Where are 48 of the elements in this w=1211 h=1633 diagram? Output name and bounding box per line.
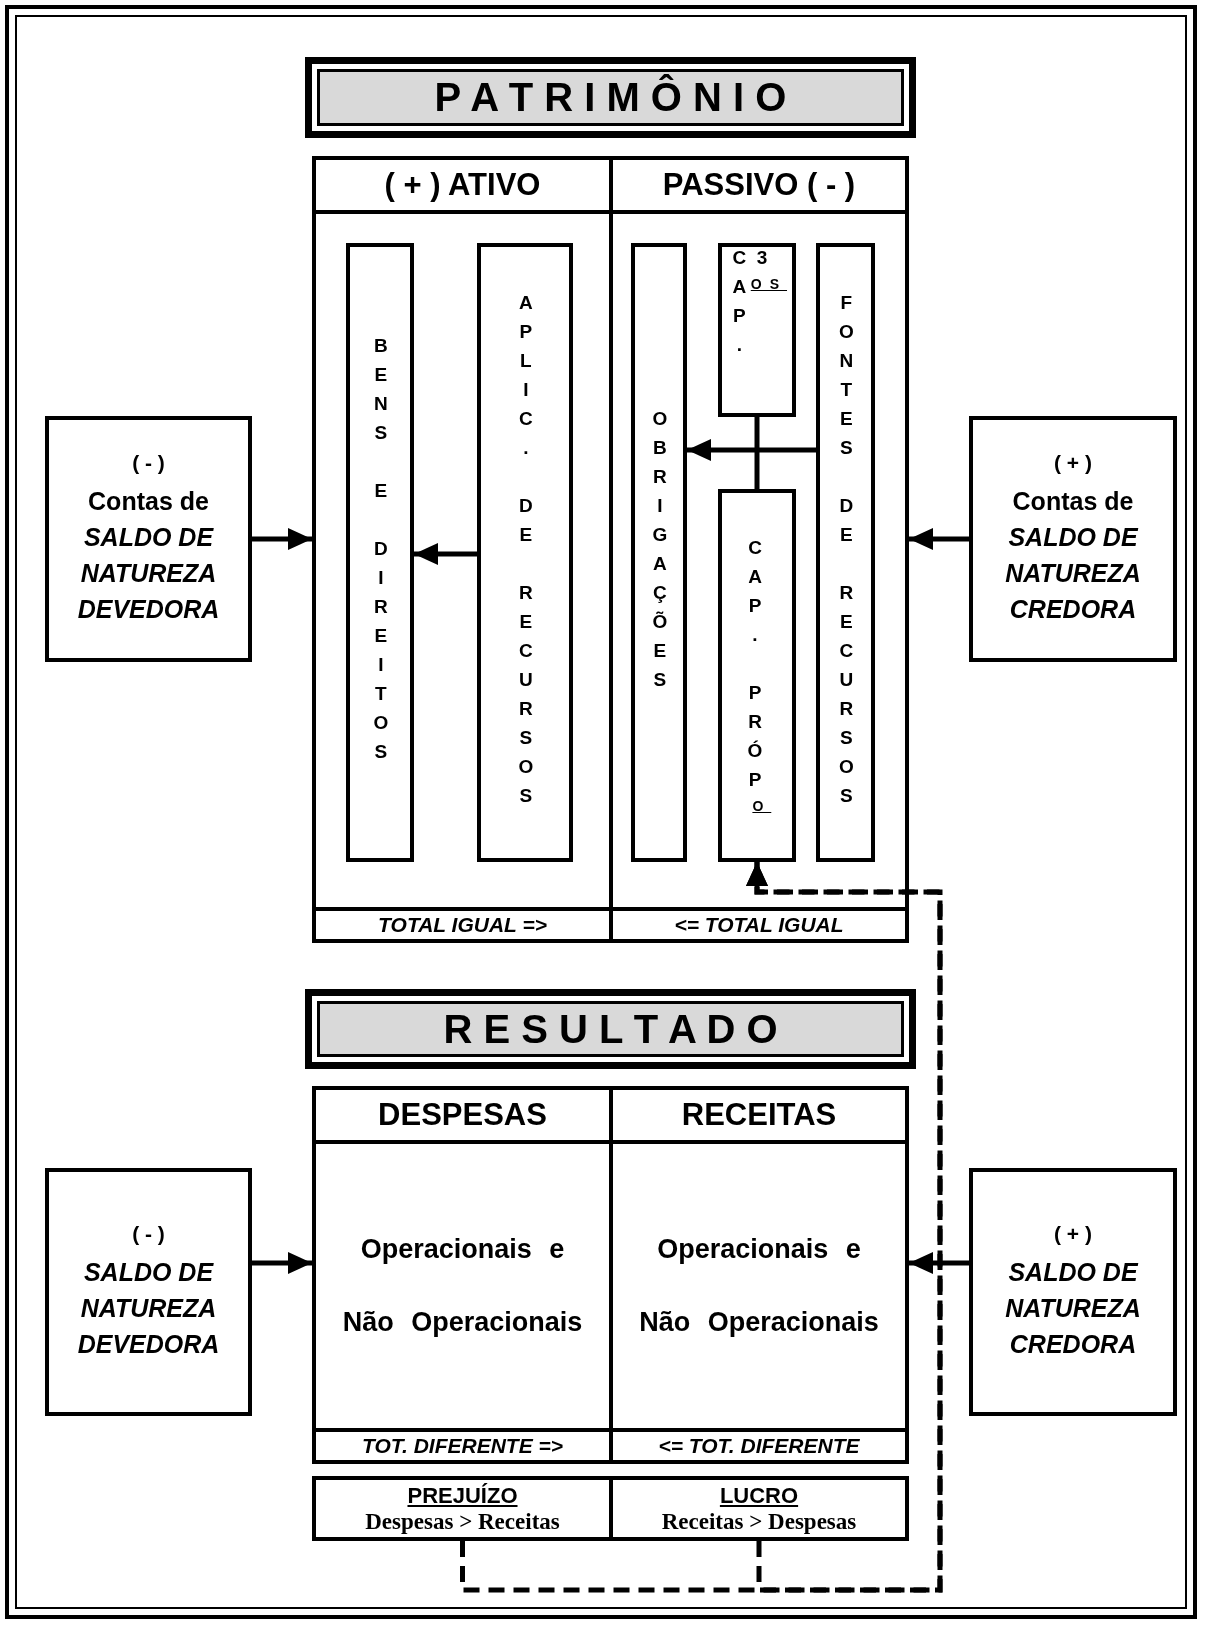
arrow	[687, 439, 816, 461]
vertical-label: FONTES DE RECURSOS	[834, 291, 857, 814]
account-column	[477, 243, 573, 862]
banner-title: R E S U L T A D O	[317, 1001, 904, 1057]
arrow	[746, 862, 943, 1593]
account-type-box	[45, 416, 252, 662]
balance-text: SALDO DE NATUREZA DEVEDORA	[76, 1256, 221, 1361]
banner-title: P A T R I M Ô N I O	[317, 69, 904, 126]
account-type-box	[969, 1168, 1177, 1416]
panel-text: Operacionais e Não Operacionais	[638, 1233, 880, 1339]
account-column	[346, 243, 414, 862]
sign-label: ( + )	[1054, 450, 1092, 475]
vertical-label: APLIC. DE RECURSOS	[514, 291, 537, 814]
vertical-label: OBRIGAÇÕES	[648, 407, 671, 698]
balance-text: Contas de SALDO DE NATUREZA CREDORA	[1004, 485, 1142, 626]
arrow	[909, 528, 969, 550]
total-note: <= TOT. DIFERENTE	[613, 1428, 905, 1460]
column-header: DESPESAS	[316, 1090, 609, 1144]
sign-label: ( - )	[132, 450, 165, 475]
total-note: <= TOTAL IGUAL	[613, 907, 905, 939]
vertical-label: BENS E DIREITOS	[369, 335, 392, 770]
result-rule: Despesas > Receitas	[365, 1508, 560, 1535]
account-column	[718, 243, 796, 417]
column-header: ( + ) ATIVO	[316, 160, 609, 214]
sign-label: ( + )	[1054, 1221, 1092, 1246]
result-title: LUCRO	[719, 1482, 799, 1509]
sign-label: ( - )	[132, 1221, 165, 1246]
column-header: RECEITAS	[613, 1090, 905, 1144]
account-type-box	[45, 1168, 252, 1416]
result-rule: Receitas > Despesas	[661, 1508, 857, 1535]
connector-line	[754, 417, 760, 489]
column-header: PASSIVO ( - )	[613, 160, 905, 214]
account-column	[816, 243, 875, 862]
balance-text: SALDO DE NATUREZA CREDORA	[1004, 1256, 1142, 1361]
title-banner	[305, 57, 916, 138]
title-banner	[305, 989, 916, 1069]
account-column	[631, 243, 687, 862]
account-column	[718, 489, 796, 862]
arrow	[909, 1252, 969, 1274]
arrow	[252, 528, 312, 550]
account-type-box	[969, 416, 1177, 662]
balance-text: Contas de SALDO DE NATUREZA DEVEDORA	[76, 485, 221, 626]
result-title: PREJUÍZO	[407, 1482, 518, 1509]
total-note: TOTAL IGUAL =>	[316, 907, 609, 939]
total-note: TOT. DIFERENTE =>	[316, 1428, 609, 1460]
panel-text: Operacionais e Não Operacionais	[341, 1233, 584, 1339]
arrow	[414, 543, 477, 565]
arrow	[252, 1252, 312, 1274]
